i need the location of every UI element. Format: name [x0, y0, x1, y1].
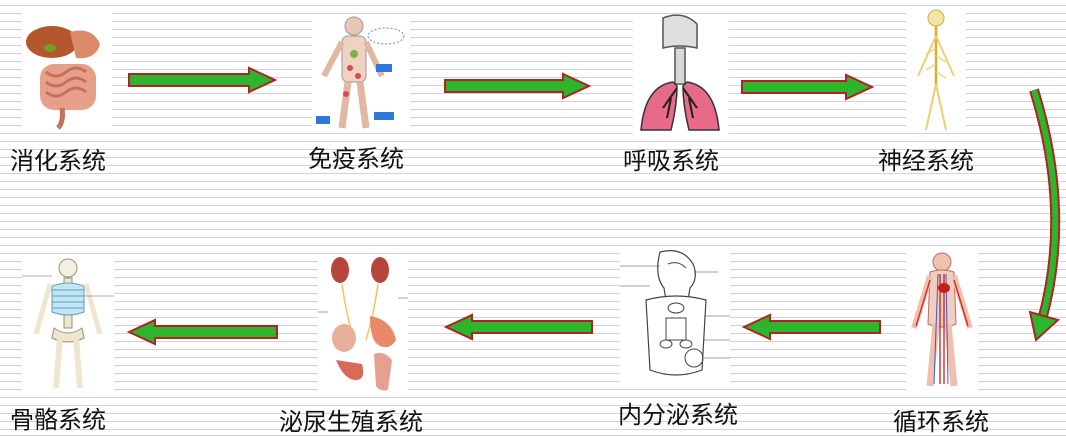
digestive-system-label: 消化系统: [10, 141, 106, 176]
arrow-endocrine-to-urogenital: [442, 313, 594, 341]
immune-system-illustration: [312, 14, 410, 132]
nervous-system-illustration: [906, 8, 966, 132]
arrow-circulatory-to-endocrine: [740, 313, 882, 341]
urogenital-system-illustration: [318, 254, 408, 394]
endocrine-system-label: 内分泌系统: [618, 395, 738, 430]
arrow-digestive-to-immune: [127, 66, 279, 94]
endocrine-system-illustration: [620, 246, 730, 386]
nervous-system-label: 神经系统: [878, 141, 974, 176]
urogenital-system-label: 泌尿生殖系统: [279, 402, 423, 437]
skeletal-system-illustration: [22, 256, 114, 392]
arrow-immune-to-respiratory: [443, 72, 593, 100]
immune-system-label: 免疫系统: [308, 139, 404, 174]
arrow-urogenital-to-skeletal: [125, 318, 279, 346]
respiratory-system-label: 呼吸系统: [623, 141, 719, 176]
curved-arrow-nervous-to-circulatory: [1028, 84, 1066, 346]
circulatory-system-label: 循环系统: [893, 402, 989, 437]
circulatory-system-illustration: [906, 250, 978, 390]
respiratory-system-illustration: [633, 14, 729, 136]
arrow-respiratory-to-nervous: [740, 73, 876, 101]
digestive-system-illustration: [22, 8, 112, 130]
